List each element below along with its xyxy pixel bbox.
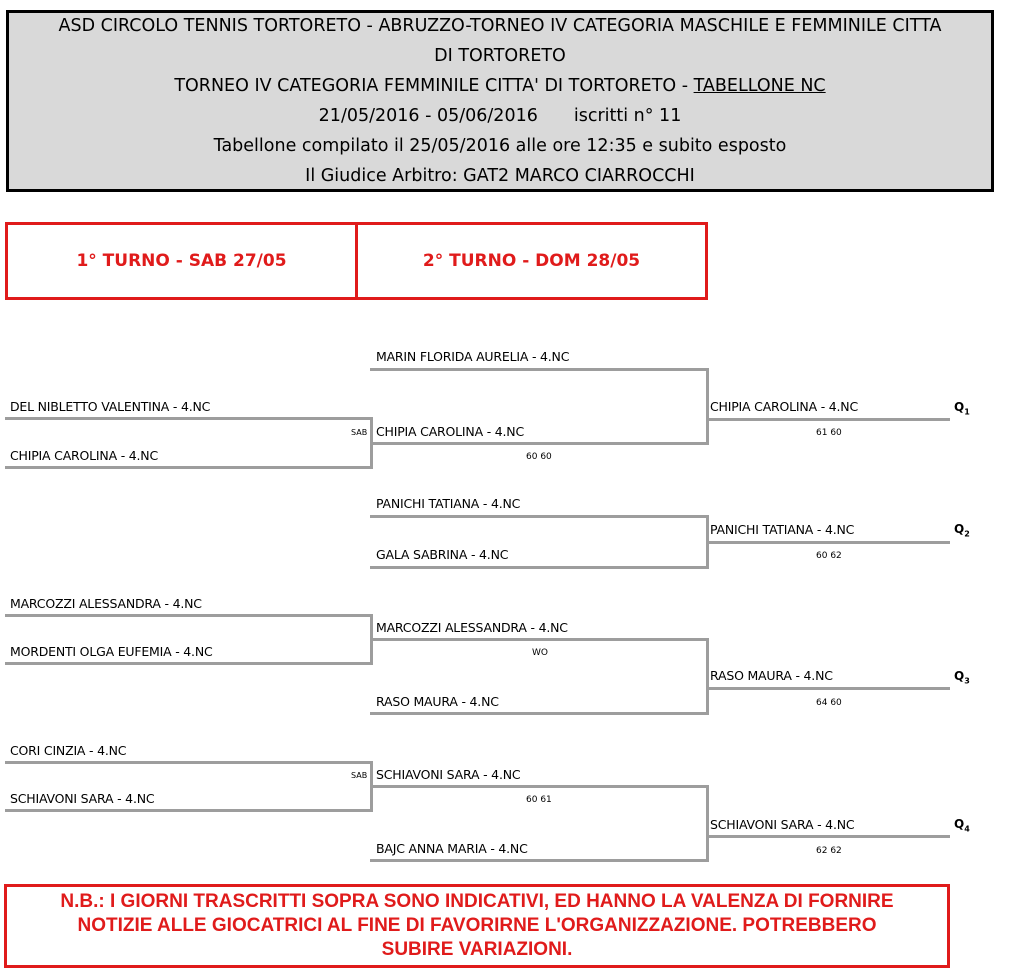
bracket-line xyxy=(5,761,372,764)
header-city: DI TORTORETO xyxy=(434,46,566,66)
r1-player: MARCOZZI ALESSANDRA - 4.NC xyxy=(10,596,202,611)
header-club-title: ASD CIRCOLO TENNIS TORTORETO - ABRUZZO-T… xyxy=(58,16,942,36)
bracket-line xyxy=(370,566,708,569)
bracket-line xyxy=(706,541,950,544)
header-dates-row: 21/05/2016 - 05/06/2016 iscritti n° 11 xyxy=(319,101,682,131)
r1-match-day: SAB xyxy=(351,428,368,437)
r1-player: CORI CINZIA - 4.NC xyxy=(10,743,127,758)
note-line: NOTIZIE ALLE GIOCATRICI AL FINE DI FAVOR… xyxy=(77,915,877,936)
qualifier-label: Q1 xyxy=(954,400,970,416)
r2-player: RASO MAURA - 4.NC xyxy=(376,694,499,709)
qualifier-number: 4 xyxy=(964,824,970,834)
bracket-line xyxy=(370,442,708,445)
qualifier-letter: Q xyxy=(954,669,965,683)
bracket-line xyxy=(370,859,708,862)
r3-score: 61 60 xyxy=(816,428,842,438)
round-2-label: 2° TURNO - DOM 28/05 xyxy=(355,225,705,297)
qualifier-number: 3 xyxy=(964,676,970,686)
round-headers: 1° TURNO - SAB 27/05 2° TURNO - DOM 28/0… xyxy=(5,222,708,300)
r2-player: SCHIAVONI SARA - 4.NC xyxy=(376,767,521,782)
r3-winner: SCHIAVONI SARA - 4.NC xyxy=(710,817,855,832)
r2-player: CHIPIA CAROLINA - 4.NC xyxy=(376,424,524,439)
r1-player: SCHIAVONI SARA - 4.NC xyxy=(10,791,155,806)
qualifier-letter: Q xyxy=(954,817,965,831)
r2-player: GALA SABRINA - 4.NC xyxy=(376,547,509,562)
tournament-header: ASD CIRCOLO TENNIS TORTORETO - ABRUZZO-T… xyxy=(6,10,994,192)
r3-winner: PANICHI TATIANA - 4.NC xyxy=(710,522,855,537)
header-entries: iscritti n° 11 xyxy=(573,106,682,126)
qualifier-label: Q2 xyxy=(954,522,970,538)
bracket-line xyxy=(706,785,709,862)
r2-player: BAJC ANNA MARIA - 4.NC xyxy=(376,841,528,856)
bracket-line xyxy=(5,809,373,812)
r3-score: 64 60 xyxy=(816,698,842,708)
note-line: SUBIRE VARIAZIONI. xyxy=(381,939,573,960)
r2-score: WO xyxy=(532,648,548,658)
qualifier-letter: Q xyxy=(954,400,965,414)
bracket-line xyxy=(370,515,708,518)
bracket-line xyxy=(370,785,708,788)
r2-score: 60 61 xyxy=(526,795,552,805)
qualifier-label: Q3 xyxy=(954,669,970,685)
bracket-line xyxy=(370,638,708,641)
bracket-line xyxy=(706,638,709,715)
r2-player: MARCOZZI ALESSANDRA - 4.NC xyxy=(376,620,568,635)
bracket-line xyxy=(370,712,708,715)
r1-player: DEL NIBLETTO VALENTINA - 4.NC xyxy=(10,399,211,414)
r2-score: 60 60 xyxy=(526,452,552,462)
r3-score: 60 62 xyxy=(816,551,842,561)
r1-match-day: SAB xyxy=(351,771,368,780)
qualifier-label: Q4 xyxy=(954,817,970,833)
header-draw-title: TORNEO IV CATEGORIA FEMMINILE CITTA' DI … xyxy=(174,71,825,101)
bracket-line xyxy=(706,418,950,421)
r2-player: PANICHI TATIANA - 4.NC xyxy=(376,496,521,511)
header-draw-type: TABELLONE NC xyxy=(693,76,826,96)
r3-score: 62 62 xyxy=(816,846,842,856)
qualifier-number: 1 xyxy=(964,407,970,417)
r2-player: MARIN FLORIDA AURELIA - 4.NC xyxy=(376,349,570,364)
bracket-line xyxy=(5,662,373,665)
round-1-label: 1° TURNO - SAB 27/05 xyxy=(76,251,287,271)
bracket-line xyxy=(5,417,372,420)
header-dates: 21/05/2016 - 05/06/2016 xyxy=(318,106,538,126)
header-referee: Il Giudice Arbitro: GAT2 MARCO CIARROCCH… xyxy=(305,166,695,186)
qualifier-number: 2 xyxy=(964,529,970,539)
r1-player: CHIPIA CAROLINA - 4.NC xyxy=(10,448,158,463)
bracket-line xyxy=(5,614,372,617)
qualifier-letter: Q xyxy=(954,522,965,536)
header-compiled: Tabellone compilato il 25/05/2016 alle o… xyxy=(213,136,787,156)
r3-winner: RASO MAURA - 4.NC xyxy=(710,668,833,683)
bracket-line xyxy=(5,466,373,469)
r3-winner: CHIPIA CAROLINA - 4.NC xyxy=(710,399,858,414)
disclaimer-note: N.B.: I GIORNI TRASCRITTI SOPRA SONO IND… xyxy=(4,884,950,968)
note-line: N.B.: I GIORNI TRASCRITTI SOPRA SONO IND… xyxy=(60,891,894,912)
bracket-line xyxy=(706,835,950,838)
header-draw-name: TORNEO IV CATEGORIA FEMMINILE CITTA' DI … xyxy=(174,76,694,96)
bracket-line xyxy=(706,368,709,445)
r1-player: MORDENTI OLGA EUFEMIA - 4.NC xyxy=(10,644,213,659)
bracket-line xyxy=(370,368,708,371)
bracket-line xyxy=(706,687,950,690)
